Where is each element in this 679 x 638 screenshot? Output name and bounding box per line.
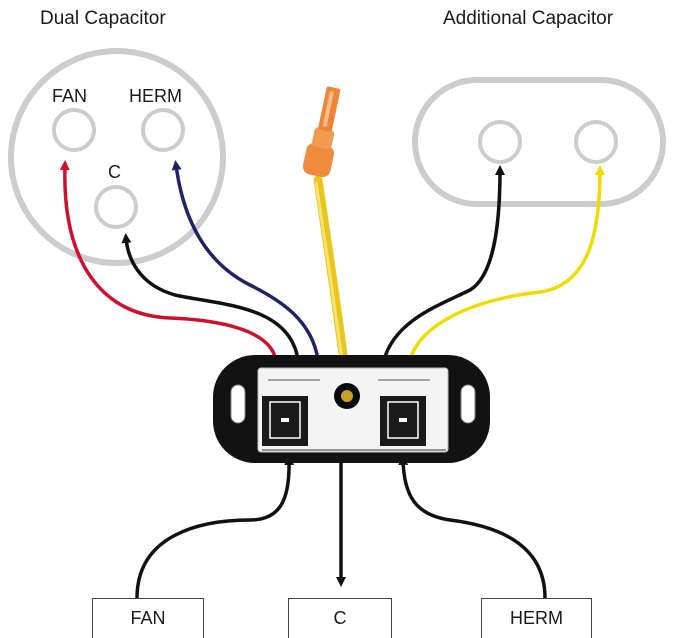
dual-herm-label: HERM: [129, 86, 182, 106]
black-additional-wire: [382, 165, 505, 361]
black-common-wire: [121, 233, 300, 361]
herm-box: HERM: [481, 598, 592, 638]
fan-box-label: FAN: [130, 608, 166, 628]
additional-left-terminal: [478, 120, 522, 164]
dual-herm-terminal: [141, 108, 185, 152]
herm-input-wire: [398, 455, 547, 599]
dual-fan-label: FAN: [52, 86, 88, 106]
device-right-slot: [460, 384, 476, 424]
yellow-additional-wire: [408, 165, 605, 361]
fan-input-wire: [135, 455, 295, 599]
c-box: C: [288, 598, 392, 638]
blue-herm-wire: [171, 160, 320, 361]
dual-capacitor-title: Dual Capacitor: [40, 8, 166, 29]
additional-capacitor-title: Additional Capacitor: [443, 8, 614, 29]
device-left-slot: [230, 384, 246, 424]
additional-right-terminal: [574, 120, 618, 164]
c-box-label: C: [333, 608, 347, 628]
dual-fan-terminal: [52, 108, 96, 152]
dual-c-terminal: [94, 185, 138, 229]
fan-box: FAN: [92, 598, 204, 638]
dual-capacitor-outline: [8, 48, 226, 266]
herm-box-label: HERM: [510, 608, 563, 628]
additional-capacitor-outline: [412, 77, 666, 207]
capacitor-adapter-device: [213, 355, 490, 463]
quick-connect-terminal: [302, 86, 341, 178]
red-fan-wire: [59, 160, 278, 361]
dual-c-label: C: [108, 162, 121, 182]
